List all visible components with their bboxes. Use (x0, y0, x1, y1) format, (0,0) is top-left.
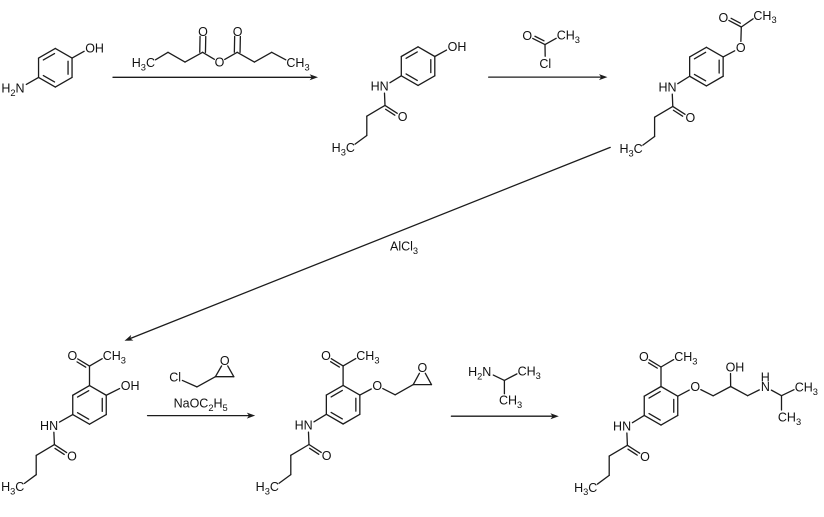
svg-text:O: O (322, 449, 332, 463)
svg-text:O: O (690, 380, 700, 394)
svg-text:NaOC2H5: NaOC2H5 (174, 397, 228, 413)
svg-text:O: O (417, 361, 427, 375)
svg-text:OH: OH (121, 379, 140, 393)
svg-text:HN: HN (295, 419, 313, 433)
svg-text:O: O (640, 450, 650, 464)
svg-text:O: O (233, 25, 243, 39)
svg-text:OH: OH (85, 41, 104, 55)
svg-text:O: O (639, 350, 649, 364)
svg-text:HN: HN (40, 419, 58, 433)
svg-text:O: O (372, 379, 382, 393)
svg-text:O: O (522, 29, 532, 43)
svg-text:O: O (198, 25, 208, 39)
svg-text:O: O (398, 110, 408, 124)
svg-text:OH: OH (726, 360, 745, 374)
svg-text:O: O (719, 11, 729, 25)
svg-text:OH: OH (448, 40, 467, 54)
svg-text:O: O (67, 449, 77, 463)
svg-text:O: O (736, 41, 746, 55)
svg-text:O: O (686, 111, 696, 125)
svg-text:O: O (321, 349, 331, 363)
svg-text:Cl: Cl (539, 57, 551, 71)
svg-text:HN: HN (371, 80, 389, 94)
svg-text:HN: HN (658, 81, 676, 95)
svg-text:O: O (220, 354, 230, 368)
svg-text:Cl: Cl (169, 371, 181, 385)
svg-text:H: H (761, 370, 770, 384)
svg-text:HN: HN (613, 420, 631, 434)
svg-text:O: O (215, 56, 225, 70)
svg-text:O: O (68, 349, 78, 363)
